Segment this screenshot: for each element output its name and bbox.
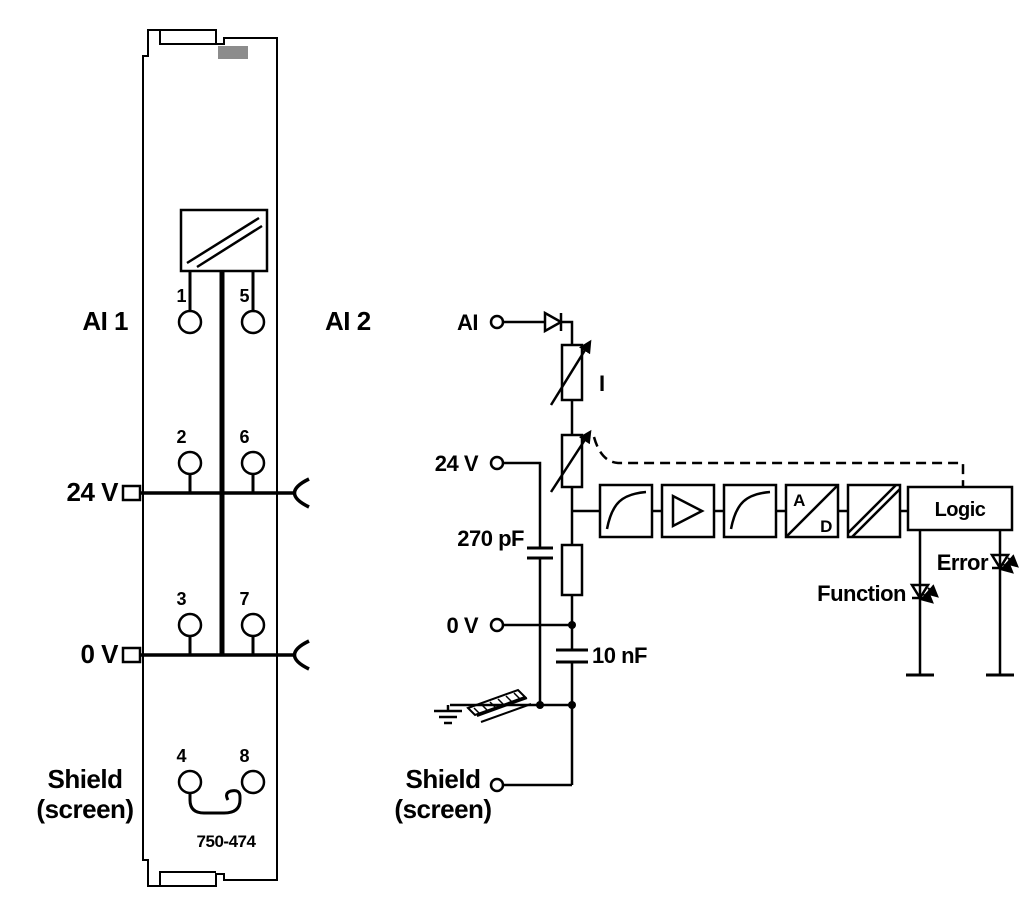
filter-block-1 [598,483,654,539]
filter-curve-2 [729,490,771,530]
control-dashed-line [592,436,965,486]
part-number: 750-474 [197,832,257,851]
terminal-circle-4 [177,769,203,795]
cage-clamp-24v [292,477,310,509]
label-sch-shield: Shield [405,764,480,794]
shield-jumper [188,789,242,815]
resistor1-arrow [549,339,592,406]
power-jumper-contact-0v [121,646,142,664]
error-led-ray-1 [999,560,1014,574]
terminal-circle-8 [240,769,266,795]
label-sch-0v: 0 V [446,613,478,638]
din-clip-bottom [159,871,216,886]
label-error: Error [937,550,989,575]
label-sch-ai: AI [457,310,478,335]
label-module-shield: Shield [47,764,122,794]
terminal-circle-1 [177,309,203,335]
schematic-view: I 10 nF 270 pF [394,310,1019,824]
junction-cap-ground [536,701,544,709]
isolation-barrier-diag-2 [851,488,901,538]
amplifier-triangle-icon [671,493,705,529]
power-jumper-contact-24v [121,484,142,502]
terminal-number-2: 2 [176,427,186,447]
function-led-ray-1 [919,590,934,604]
schematic-terminal-shield [489,777,505,793]
label-adc-a: A [793,491,805,510]
earth-ground-symbol [434,705,462,725]
resistor2-arrow [549,429,592,493]
terminal-circle-7 [240,612,266,638]
terminal-number-4: 4 [176,746,186,766]
label-function: Function [817,581,906,606]
schematic-terminal-ai [489,314,505,330]
isolation-barrier-block [846,483,902,539]
shield-clamp-symbol [466,688,532,723]
resistor-shunt [560,543,584,597]
label-module-0v: 0 V [80,639,119,669]
junction-0v [568,621,576,629]
label-10nf: 10 nF [592,643,647,668]
label-sch-24v: 24 V [435,451,479,476]
terminal-number-3: 3 [176,589,186,609]
label-logic: Logic [935,499,986,521]
terminal-circle-3 [177,612,203,638]
terminal-circle-5 [240,309,266,335]
label-current-i: I [599,371,605,396]
diode-symbol [543,310,564,334]
label-adc-d: D [820,517,832,536]
terminal-number-7: 7 [239,589,249,609]
cage-clamp-0v [292,639,310,671]
module-view: 1 5 2 6 3 7 4 8 AI 1 AI 2 24 V 0 V Shiel… [36,29,371,887]
filter-curve-1 [605,490,647,530]
module-housing-outline [142,29,278,887]
isolation-diagonal-1 [186,216,260,265]
terminal-number-8: 8 [239,746,249,766]
adc-diagonal [785,484,839,538]
wire-24v-branch [503,461,542,548]
label-sch-screen: (screen) [394,794,491,824]
wire-ai-corner [561,320,574,345]
label-ai2: AI 2 [325,306,371,336]
bus-contact [218,46,248,59]
junction-ground-main [568,701,576,709]
label-ai1: AI 1 [82,306,128,336]
terminal-number-1: 1 [176,286,186,306]
terminal-number-5: 5 [239,286,249,306]
logic-block [906,485,1014,532]
isolation-barrier-diag-1 [847,484,897,534]
schematic-terminal-0v [489,617,505,633]
error-led-ray-2 [1004,554,1019,568]
isolation-diagonal-2 [196,224,263,269]
label-module-24v: 24 V [67,477,120,507]
filter-block-2 [722,483,778,539]
schematic-terminal-24v [489,455,505,471]
amplifier-block [660,483,716,539]
terminal-number-6: 6 [239,427,249,447]
din-clip-top [159,30,216,45]
terminal-circle-6 [240,450,266,476]
label-module-screen: (screen) [36,794,133,824]
function-led-ray-2 [924,584,939,598]
terminal-circle-2 [177,450,203,476]
label-270pf: 270 pF [457,526,524,551]
